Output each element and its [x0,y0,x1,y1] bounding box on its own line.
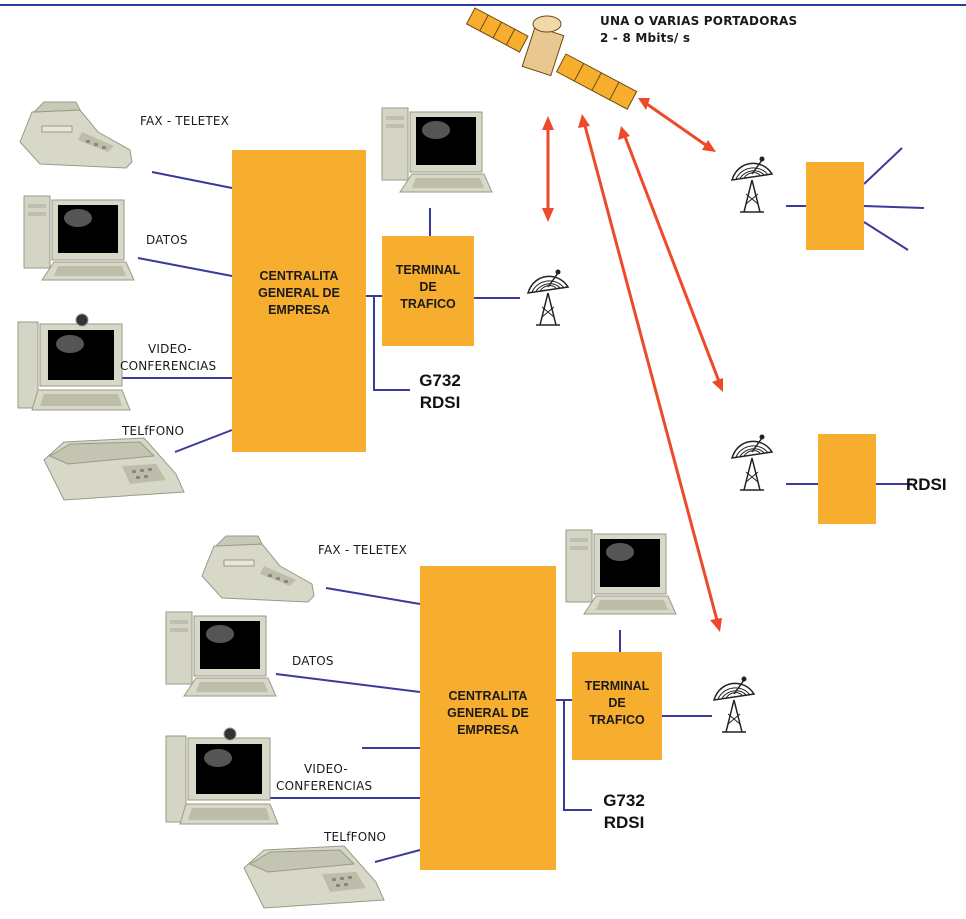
terminal-label: TERMINAL DE TRAFICO [382,262,474,313]
satellite-icon [465,7,638,110]
site2-wiring [268,587,712,863]
terminal-label-line1: TERMINAL [395,263,461,277]
video-label-line2: CONFERENCIAS [120,359,217,373]
pbx-label: CENTRALITA GENERAL DE EMPRESA [232,268,366,319]
site1-wiring [115,171,520,453]
pbx-label-line1: CENTRALITA [259,269,339,283]
video-label-line2: CONFERENCIAS [276,779,373,793]
computer-icon [23,195,135,281]
satellite-bitrate: 2 - 8 Mbits/ s [600,31,691,45]
terminal-label: TERMINAL DE TRAFICO [572,678,662,729]
terminal-label-line2: DE [608,696,626,710]
remote-rdsi-label: RDSI [906,475,947,494]
satellite-dish-icon [713,675,755,733]
pbx-label-line2: GENERAL DE [447,706,529,720]
pbx-label-line3: EMPRESA [268,303,330,317]
pbx-box [420,566,556,870]
computer-icon [165,611,277,697]
pbx-label-line1: CENTRALITA [448,689,528,703]
terminal-computer-icon [565,529,677,615]
satellite-dish-icon [731,433,773,491]
pbx-label-line2: GENERAL DE [258,286,340,300]
datos-label: DATOS [146,233,188,247]
satellite-dish-icon [527,268,569,326]
terminal-computer-icon [381,107,493,193]
fax-label: FAX - TELETEX [140,114,230,128]
link-label-line2: RDSI [419,393,461,412]
videoconference-icon [165,727,279,825]
pbx-label: CENTRALITA GENERAL DE EMPRESA [420,688,556,739]
link-label: G732 RDSI [594,790,654,834]
terminal-label-line3: TRAFICO [589,713,645,727]
terminal-box [382,236,474,346]
link-label-line1: G732 [419,371,461,390]
pbx-box [232,150,366,452]
terminal-label-line2: DE [419,280,437,294]
link-arrowheads [542,98,723,632]
fax-icon [19,101,133,169]
satellite-links [546,100,722,625]
satellite-dish-icon [731,155,773,213]
telefono-label: TELfFONO [324,830,387,844]
remote-terminal-box [806,162,864,250]
remote-terminal-box [818,434,876,524]
link-label: G732 RDSI [410,370,470,414]
pbx-label-line3: EMPRESA [457,723,519,737]
terminal-label-line1: TERMINAL [584,679,650,693]
terminal-box [572,652,662,760]
telephone-icon [43,437,185,501]
link-label-line2: RDSI [603,813,645,832]
telefono-label: TELfFONO [122,424,185,438]
remote-wiring [786,147,925,485]
fax-icon [201,535,315,603]
satellite-caption: UNA O VARIAS PORTADORAS [600,14,798,28]
video-label-line1: VIDEO- [148,342,192,356]
telephone-icon [243,845,385,909]
videoconference-icon [17,313,131,411]
terminal-label-line3: TRAFICO [400,297,456,311]
datos-label: DATOS [292,654,334,668]
fax-label: FAX - TELETEX [318,543,408,557]
video-label-line1: VIDEO- [304,762,348,776]
link-label-line1: G732 [603,791,645,810]
